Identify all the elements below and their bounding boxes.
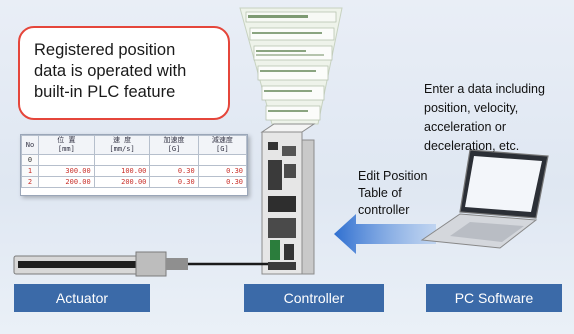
- actuator-label: Actuator: [14, 284, 150, 312]
- header-deceleration: 減速度 [G]: [197, 135, 248, 155]
- table-row: 2 200.00 200.00 0.30 0.30: [21, 176, 248, 188]
- software-screenshot-stack: [239, 7, 343, 125]
- note-line: Enter a data including: [424, 82, 545, 96]
- note-line: acceleration or: [424, 120, 506, 134]
- cell-acceleration: [149, 154, 199, 166]
- note-line: controller: [358, 203, 410, 217]
- cell-velocity: 200.00: [93, 176, 151, 188]
- cell-position: [38, 154, 95, 166]
- callout-line: built-in PLC feature: [34, 83, 176, 101]
- cell-acceleration: 0.30: [149, 165, 199, 177]
- pc-software-label: PC Software: [426, 284, 562, 312]
- cell-no: 0: [21, 154, 39, 166]
- header-position: 位 置 [mm]: [38, 135, 95, 155]
- controller-label: Controller: [244, 284, 384, 312]
- cell-position: 200.00: [38, 176, 95, 188]
- callout-line: Registered position: [34, 41, 176, 59]
- cell-position: 300.00: [38, 165, 95, 177]
- cell-velocity: [93, 154, 151, 166]
- edit-table-note: Edit Position Table of controller: [358, 168, 427, 219]
- transfer-arrow: [334, 214, 436, 254]
- actuator-device: [13, 251, 268, 277]
- note-line: deceleration, etc.: [424, 139, 520, 153]
- cell-deceleration: 0.30: [197, 176, 248, 188]
- header-acceleration: 加速度 [G]: [149, 135, 199, 155]
- note-line: Table of: [358, 186, 402, 200]
- laptop-icon: [420, 149, 549, 249]
- position-table: No 位 置 [mm] 速 度 [mm/s] 加速度 [G] 減速度 [G] 0…: [20, 134, 248, 196]
- cell-acceleration: 0.30: [149, 176, 199, 188]
- header-no: No: [21, 135, 39, 155]
- cell-velocity: 100.00: [93, 165, 151, 177]
- pc-software-note: Enter a data including position, velocit…: [424, 80, 574, 156]
- table-row: 0: [21, 154, 248, 166]
- cell-deceleration: 0.30: [197, 165, 248, 177]
- controller-device: [260, 123, 316, 275]
- callout-line: data is operated with: [34, 62, 187, 80]
- note-line: Edit Position: [358, 169, 428, 183]
- table-row: 1 300.00 100.00 0.30 0.30: [21, 165, 248, 177]
- header-velocity: 速 度 [mm/s]: [93, 135, 151, 155]
- cell-deceleration: [197, 154, 248, 166]
- note-line: position, velocity,: [424, 101, 519, 115]
- plc-feature-callout: Registered position data is operated wit…: [18, 26, 230, 120]
- cell-no: 2: [21, 176, 39, 188]
- cell-no: 1: [21, 165, 39, 177]
- table-header-row: No 位 置 [mm] 速 度 [mm/s] 加速度 [G] 減速度 [G]: [21, 135, 248, 155]
